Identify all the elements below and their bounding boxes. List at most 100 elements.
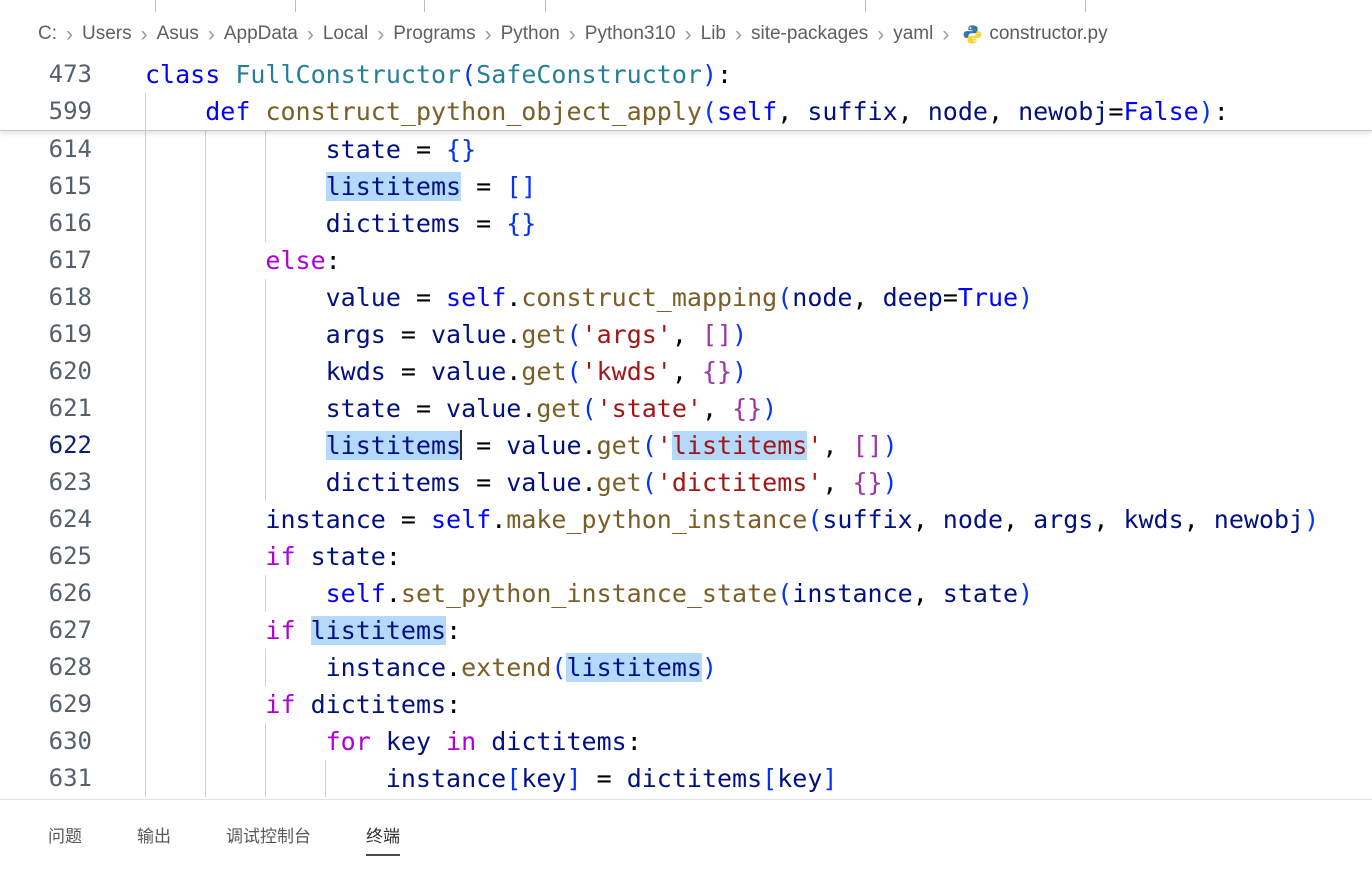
- code-token: dictitems: [626, 764, 763, 793]
- code-area[interactable]: 614 state = {}615 listitems = []616 dict…: [0, 131, 1372, 799]
- code-token: ): [882, 468, 898, 497]
- line-number[interactable]: 626: [48, 579, 92, 607]
- code-token: (: [566, 357, 582, 386]
- line-number[interactable]: 624: [48, 505, 92, 533]
- panel-tab-输出[interactable]: 输出: [137, 800, 171, 877]
- code-token: ,: [897, 97, 928, 126]
- line-number[interactable]: 619: [48, 320, 92, 348]
- code-token: .: [446, 653, 462, 682]
- code-token: [296, 690, 311, 719]
- code-line-622[interactable]: 622 listitems = value.get('listitems', […: [0, 427, 1372, 464]
- panel-tab-label: 终端: [366, 822, 400, 856]
- indent-guide: [265, 131, 267, 168]
- line-number[interactable]: 622: [48, 431, 92, 459]
- code-token: (: [777, 283, 793, 312]
- code-token: ): [1018, 283, 1034, 312]
- code-line-623[interactable]: 623 dictitems = value.get('dictitems', {…: [0, 464, 1372, 501]
- code-line-626[interactable]: 626 self.set_python_instance_state(insta…: [0, 575, 1372, 612]
- code-line-625[interactable]: 625 if state:: [0, 538, 1372, 575]
- breadcrumb-segment[interactable]: Local: [322, 23, 369, 44]
- line-number[interactable]: 627: [48, 616, 92, 644]
- code-token: ,: [671, 357, 702, 386]
- code-token: dictitems: [491, 727, 627, 756]
- indent-guide: [145, 390, 146, 427]
- line-number[interactable]: 628: [48, 653, 92, 681]
- code-line-616[interactable]: 616 dictitems = {}: [0, 205, 1372, 242]
- line-number[interactable]: 599: [48, 97, 92, 125]
- indent-guide: [145, 168, 146, 205]
- code-token: []: [506, 172, 537, 201]
- code-line-617[interactable]: 617 else:: [0, 242, 1372, 279]
- code-token: =: [385, 505, 431, 534]
- line-number[interactable]: 625: [48, 542, 92, 570]
- indent-guide: [205, 649, 207, 686]
- panel-tab-问题[interactable]: 问题: [48, 800, 82, 877]
- code-text: instance = self.make_python_instance(suf…: [145, 501, 1372, 538]
- indent-guide: [205, 279, 207, 316]
- breadcrumb-segment[interactable]: Users: [82, 23, 132, 44]
- code-token: {}: [446, 135, 477, 164]
- code-token: def: [205, 97, 251, 126]
- code-token: if: [265, 616, 296, 645]
- line-number[interactable]: 615: [48, 172, 92, 200]
- code-token: .: [581, 431, 597, 460]
- code-line-620[interactable]: 620 kwds = value.get('kwds', {}): [0, 353, 1372, 390]
- line-number[interactable]: 629: [48, 690, 92, 718]
- code-line-619[interactable]: 619 args = value.get('args', []): [0, 316, 1372, 353]
- code-text: state = {}: [145, 131, 1372, 168]
- code-line-627[interactable]: 627 if listitems:: [0, 612, 1372, 649]
- indent-guide: [205, 390, 207, 427]
- breadcrumb-segment[interactable]: Programs: [393, 23, 476, 44]
- code-token: :: [626, 727, 642, 756]
- code-token: ): [701, 653, 718, 682]
- code-line-618[interactable]: 618 value = self.construct_mapping(node,…: [0, 279, 1372, 316]
- code-token: {}: [701, 357, 733, 386]
- line-number[interactable]: 616: [48, 209, 92, 237]
- indent-guide: [205, 242, 207, 279]
- indent-guide: [265, 427, 267, 464]
- code-line-629[interactable]: 629 if dictitems:: [0, 686, 1372, 723]
- line-number[interactable]: 621: [48, 394, 92, 422]
- breadcrumb-filename[interactable]: constructor.py: [989, 23, 1108, 44]
- code-token: [220, 60, 235, 89]
- line-number[interactable]: 617: [48, 246, 92, 274]
- code-token: value: [506, 468, 582, 497]
- breadcrumb-segment[interactable]: site-packages: [750, 23, 869, 44]
- line-number[interactable]: 614: [48, 135, 92, 163]
- line-number[interactable]: 620: [48, 357, 92, 385]
- code-token: ,: [852, 283, 883, 312]
- code-token: :: [446, 690, 462, 719]
- code-line-614[interactable]: 614 state = {}: [0, 131, 1372, 168]
- code-line-621[interactable]: 621 state = value.get('state', {}): [0, 390, 1372, 427]
- code-line-599[interactable]: 599 def construct_python_object_apply(se…: [0, 93, 1372, 130]
- code-line-624[interactable]: 624 instance = self.make_python_instance…: [0, 501, 1372, 538]
- breadcrumb-segment[interactable]: Python: [500, 23, 560, 44]
- panel-tab-调试控制台[interactable]: 调试控制台: [226, 800, 311, 877]
- code-token: =: [942, 283, 958, 312]
- code-line-631[interactable]: 631 instance[key] = dictitems[key]: [0, 760, 1372, 797]
- breadcrumb-segment[interactable]: AppData: [223, 23, 298, 44]
- code-line-630[interactable]: 630 for key in dictitems:: [0, 723, 1372, 760]
- line-number[interactable]: 630: [48, 727, 92, 755]
- line-number[interactable]: 631: [48, 764, 92, 792]
- breadcrumb-segment[interactable]: C:: [38, 23, 57, 44]
- code-token: get: [596, 431, 642, 460]
- chevron-right-icon: ›: [306, 22, 314, 46]
- code-token: construct_mapping: [521, 283, 778, 312]
- indent-guide: [145, 501, 146, 538]
- panel-tab-终端[interactable]: 终端: [366, 800, 400, 877]
- line-number[interactable]: 623: [48, 468, 92, 496]
- breadcrumb-segment[interactable]: Asus: [156, 23, 199, 44]
- line-number[interactable]: 618: [48, 283, 92, 311]
- code-token: args: [1033, 505, 1094, 534]
- breadcrumb-segment[interactable]: yaml: [893, 23, 934, 44]
- code-line-615[interactable]: 615 listitems = []: [0, 168, 1372, 205]
- breadcrumb-segment[interactable]: Lib: [700, 23, 726, 44]
- code-token: (: [551, 653, 567, 682]
- code-line-628[interactable]: 628 instance.extend(listitems): [0, 649, 1372, 686]
- breadcrumb-segment[interactable]: Python310: [584, 23, 676, 44]
- line-number[interactable]: 473: [48, 60, 92, 88]
